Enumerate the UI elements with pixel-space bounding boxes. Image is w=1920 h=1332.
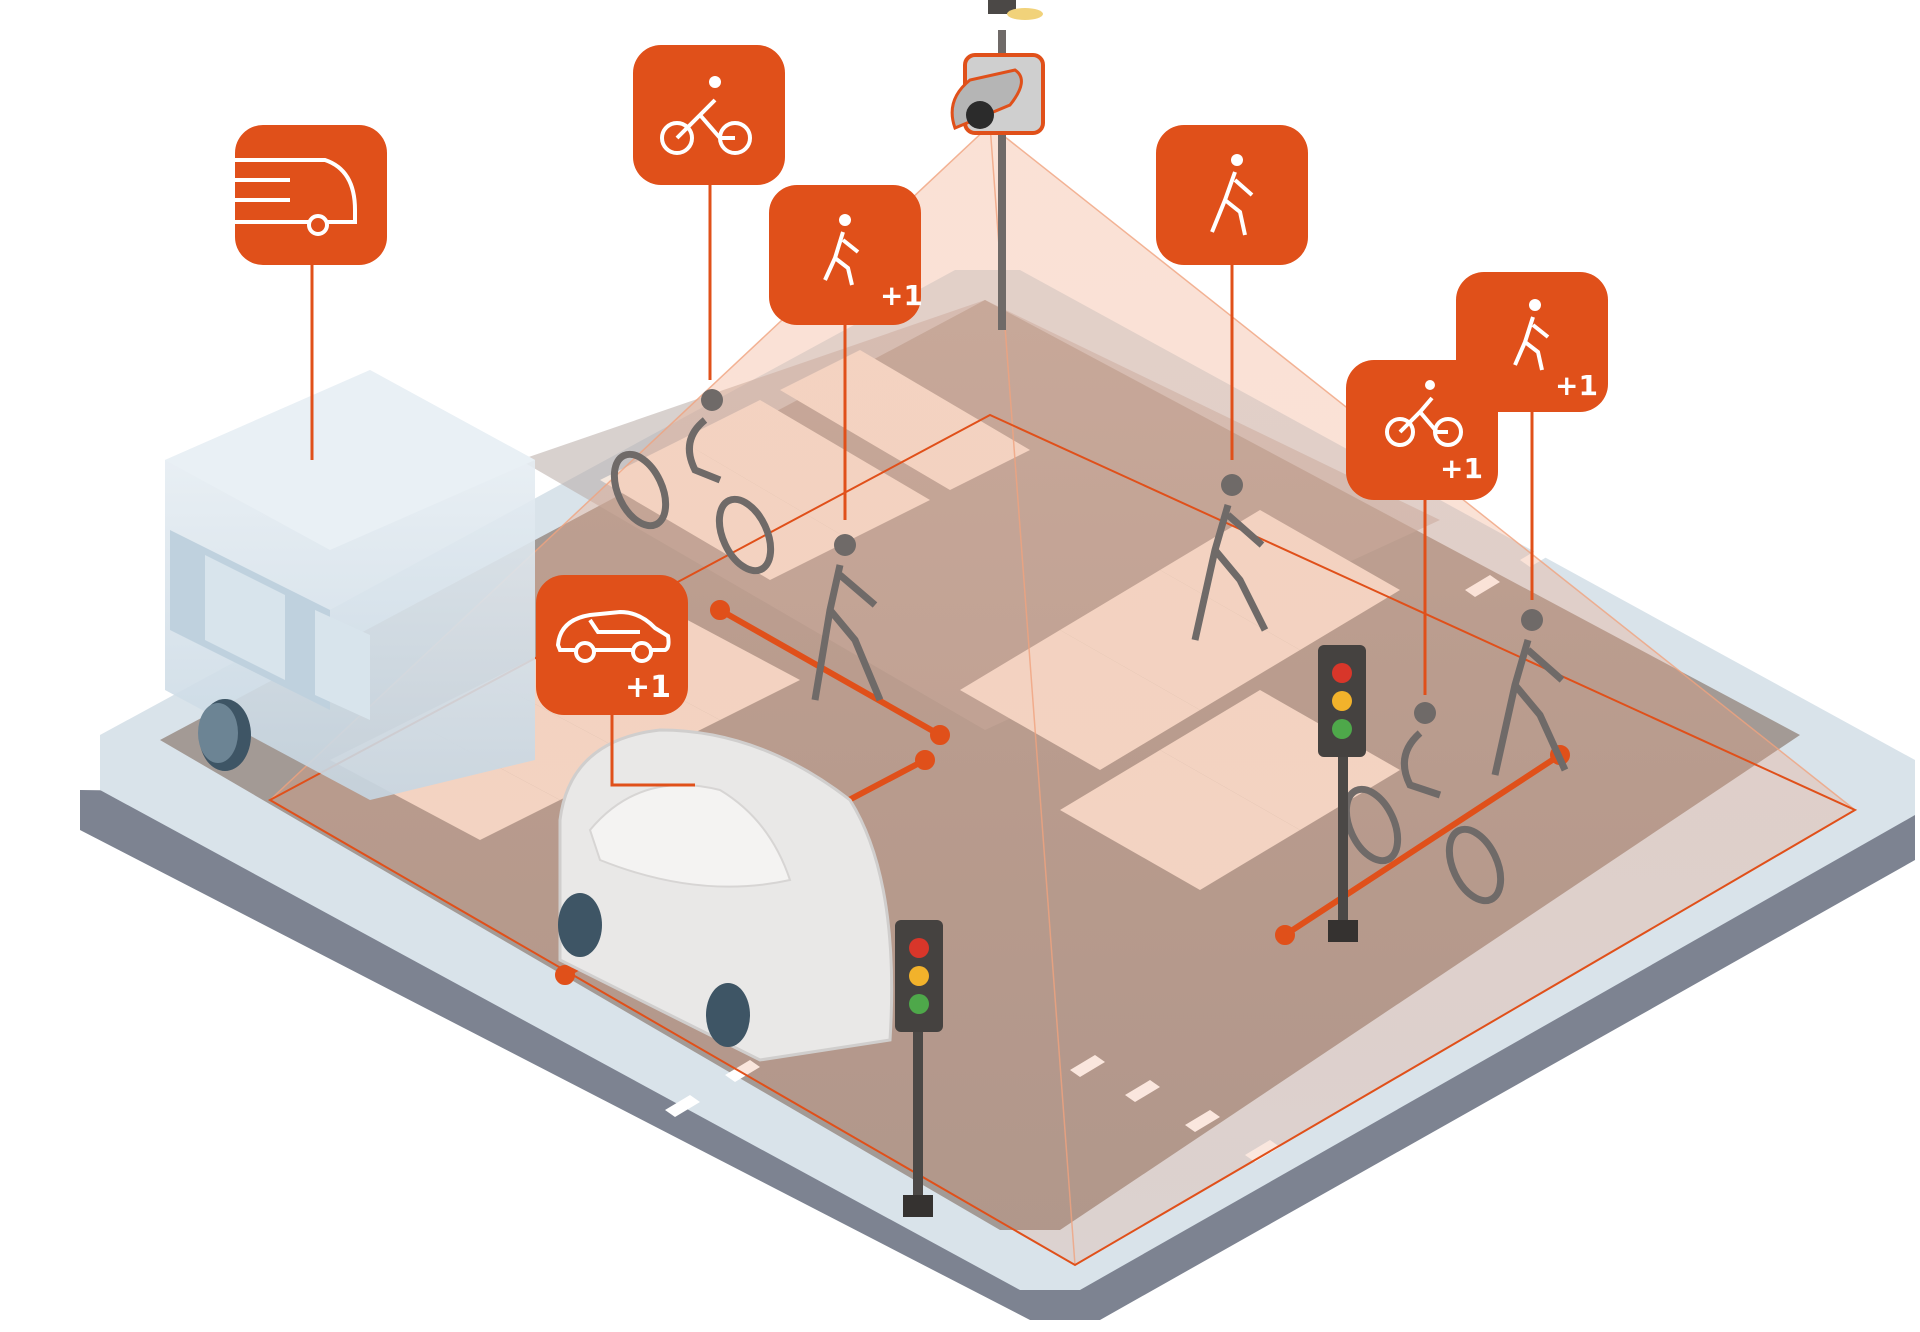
pedestrian-icon bbox=[1513, 299, 1550, 371]
tag-car: +1 bbox=[536, 575, 688, 715]
traffic-light-lamp bbox=[1332, 719, 1352, 739]
traffic-light-lamp bbox=[1332, 691, 1352, 711]
tag-pedestrian-left: +1 bbox=[769, 185, 923, 325]
bus bbox=[165, 370, 535, 800]
tag-badge: +1 bbox=[880, 279, 923, 312]
pedestrian-icon bbox=[1210, 154, 1254, 236]
tag-bicycle-right: +1 bbox=[1346, 360, 1498, 500]
pedestrian-left bbox=[811, 534, 884, 702]
detection-zones bbox=[555, 600, 1570, 985]
camera-icon bbox=[950, 53, 1045, 135]
traffic-light-lamp bbox=[909, 966, 929, 986]
car-icon bbox=[555, 609, 671, 663]
bus-icon bbox=[235, 158, 357, 236]
bicycle-icon bbox=[1385, 380, 1463, 447]
tag-badge: +1 bbox=[1440, 452, 1483, 485]
car bbox=[558, 728, 894, 1062]
pedestrian-far-right bbox=[1491, 609, 1569, 776]
cyclist-right bbox=[1342, 702, 1505, 905]
tag-badge: +1 bbox=[1555, 369, 1598, 402]
tag-bicycle-left bbox=[633, 45, 785, 185]
traffic-light-front bbox=[895, 920, 943, 1217]
cyclist-left bbox=[610, 389, 775, 575]
tag-badge: +1 bbox=[625, 670, 671, 705]
traffic-light-lamp bbox=[909, 994, 929, 1014]
pedestrian-icon bbox=[823, 214, 860, 286]
tag-pedestrian-right bbox=[1156, 125, 1308, 265]
traffic-light-lamp bbox=[1332, 663, 1352, 683]
tag-leaders bbox=[310, 185, 1534, 787]
camera-pole bbox=[988, 0, 1043, 330]
traffic-light-right bbox=[1318, 645, 1366, 942]
traffic-light-lamp bbox=[909, 938, 929, 958]
bicycle-icon bbox=[660, 76, 752, 155]
pedestrian-right bbox=[1191, 474, 1269, 641]
tag-bus bbox=[235, 125, 387, 265]
